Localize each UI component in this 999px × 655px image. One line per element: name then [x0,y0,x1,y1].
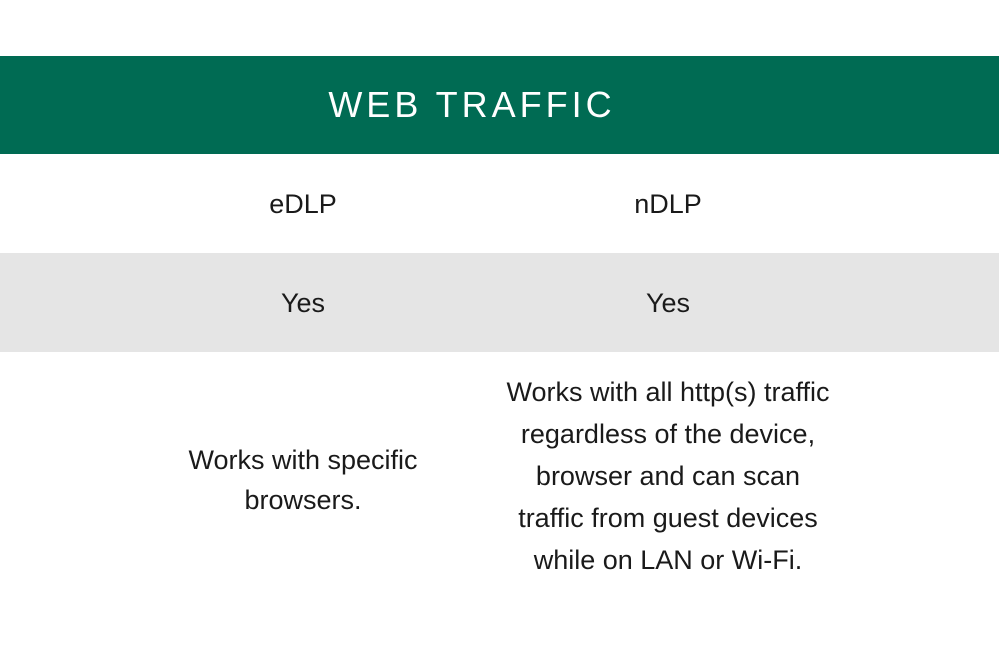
column-header-ndlp: nDLP [634,188,702,219]
table-row: Yes Yes [0,253,999,352]
table-cell-ndlp-support: Yes [645,287,691,318]
table-cell-edlp-description: Works with specific browsers. [188,444,418,515]
table-cell-ndlp-description: Works with all http(s) traffic regardles… [506,376,830,575]
column-header-edlp: eDLP [269,188,337,219]
header-band: WEB TRAFFIC [0,56,999,154]
table-row: Works with specific browsers. Works with… [0,352,999,599]
table-cell-edlp-support: Yes [280,287,326,318]
top-spacer [0,0,999,56]
column-header-row: eDLP nDLP [0,154,999,253]
section-title: WEB TRAFFIC [328,84,616,125]
